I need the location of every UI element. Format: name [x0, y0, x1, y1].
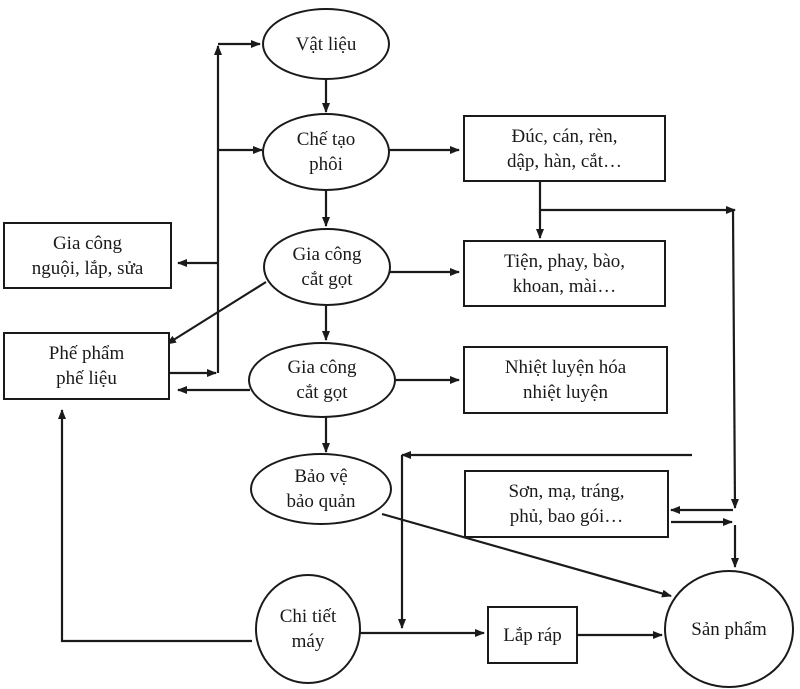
node-bao-ve-bao-quan: Bảo vệ bảo quản — [250, 453, 392, 525]
node-label: Nhiệt luyện hóa — [504, 357, 627, 378]
node-gia-cong-cat-got-2: Gia công cắt gọt — [248, 342, 396, 418]
node-label: Sơn, mạ, tráng, — [508, 481, 625, 502]
edge-baove-sanpham — [381, 512, 672, 598]
node-label: phôi — [309, 154, 343, 175]
node-label: Vật liệu — [295, 33, 357, 55]
node-label: Gia công — [292, 244, 362, 265]
node-san-pham: Sản phẩm — [664, 570, 794, 688]
node-son-ma-trang: Sơn, mạ, tráng, phủ, bao gói… — [464, 470, 669, 538]
node-nhiet-luyen: Nhiệt luyện hóa nhiệt luyện — [463, 346, 668, 414]
node-lap-rap: Lắp ráp — [487, 606, 578, 664]
edge-giacong1-phepham — [166, 281, 267, 345]
node-label: Lắp ráp — [503, 624, 562, 646]
node-gia-cong-cat-got-1: Gia công cắt gọt — [263, 228, 391, 306]
right-bus-vertical — [730, 209, 739, 509]
node-duc-can-ren: Đúc, cán, rèn, dập, hàn, cắt… — [463, 115, 666, 182]
node-label: máy — [291, 631, 325, 652]
node-gia-cong-nguoi: Gia công nguội, lắp, sửa — [3, 222, 172, 289]
node-label: cắt gọt — [296, 382, 348, 403]
edge-chitiet-phepham — [58, 409, 252, 643]
node-label: Sản phẩm — [691, 618, 767, 640]
node-tien-phay-bao: Tiện, phay, bào, khoan, mài… — [463, 240, 666, 307]
node-label: nhiệt luyện — [523, 382, 608, 403]
node-label: Đúc, cán, rèn, — [511, 125, 618, 147]
node-label: nguội, lắp, sửa — [31, 257, 144, 279]
node-phe-pham: Phế phẩm phế liệu — [3, 332, 170, 400]
node-label: Phế phẩm — [48, 343, 125, 364]
node-che-tao-phoi: Chế tạo phôi — [262, 113, 390, 191]
node-label: Chế tạo — [296, 129, 356, 150]
node-label: Chi tiết — [279, 606, 337, 627]
node-label: dập, hàn, cắt… — [506, 150, 622, 172]
node-label: Bảo vệ — [294, 466, 348, 487]
node-vat-lieu: Vật liệu — [262, 8, 390, 80]
node-label: bảo quản — [286, 491, 356, 512]
node-chi-tiet-may: Chi tiết máy — [255, 574, 361, 684]
node-label: cắt gọt — [301, 269, 353, 290]
node-label: Gia công — [287, 357, 357, 378]
node-label: Gia công — [52, 232, 123, 254]
node-label: khoan, mài… — [512, 275, 617, 297]
node-label: phủ, bao gói… — [509, 506, 624, 527]
node-label: phế liệu — [56, 368, 117, 389]
node-label: Tiện, phay, bào, — [503, 250, 626, 272]
